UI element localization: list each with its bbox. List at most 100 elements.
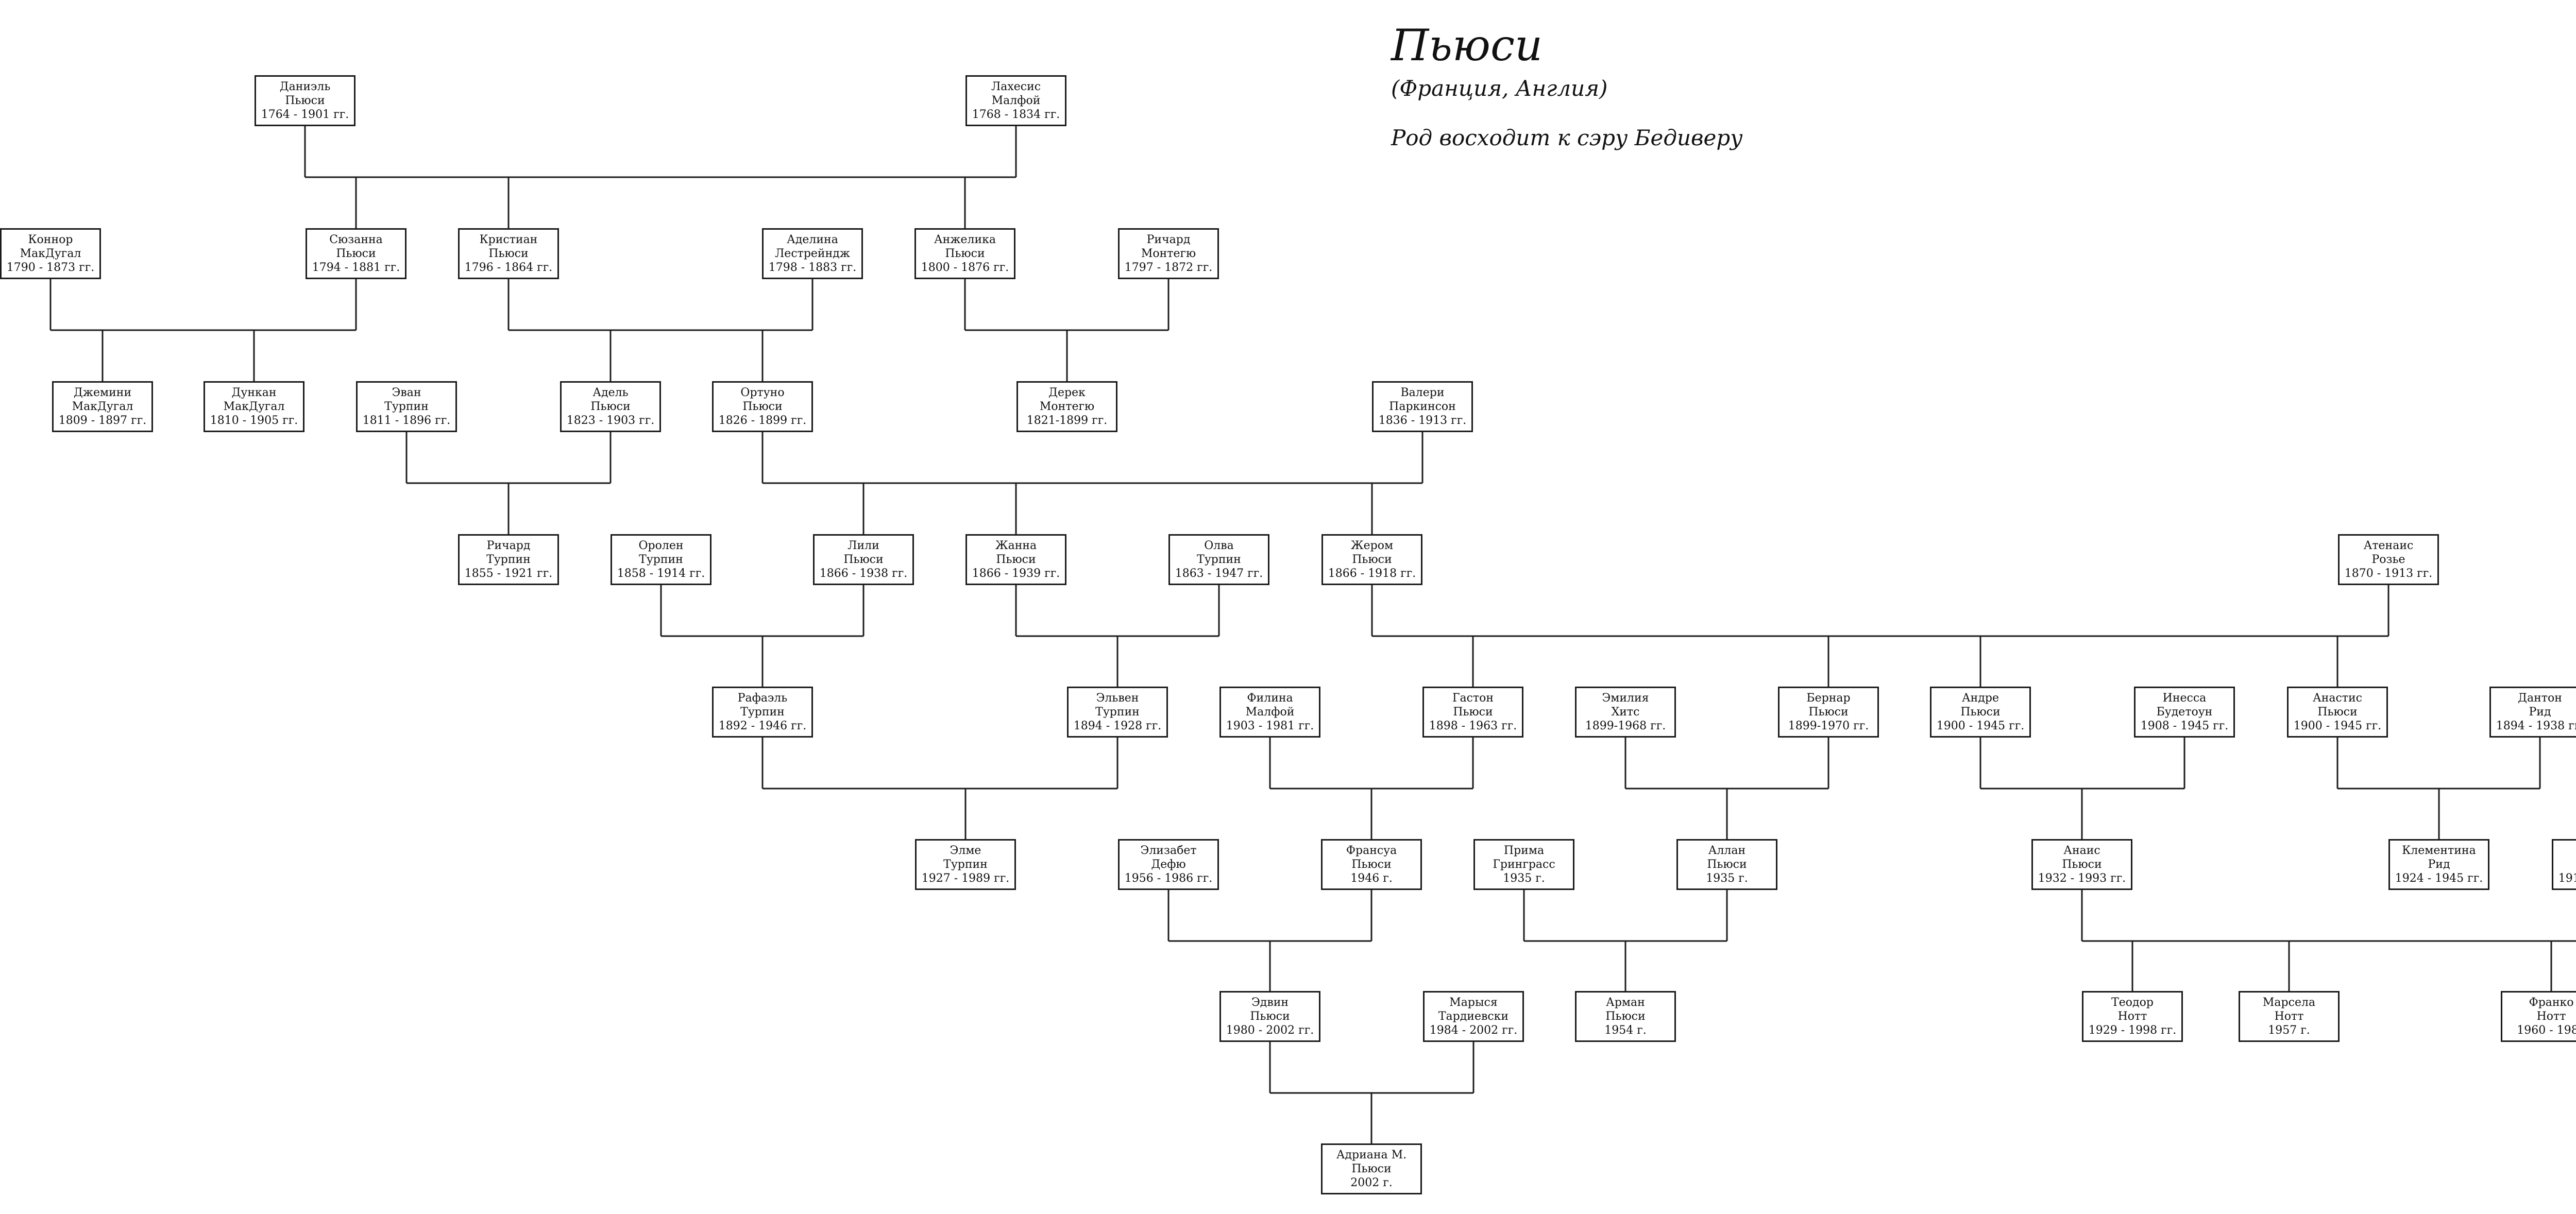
surname: МакДугал [20, 247, 81, 260]
given-name: Инесса [2162, 692, 2207, 705]
life-dates: 1932 - 1993 гг. [2038, 872, 2126, 885]
life-dates: 1870 - 1913 гг. [2344, 567, 2433, 580]
surname: Монтегю [1039, 400, 1095, 413]
given-name: Франсуа [1346, 844, 1397, 857]
given-name: Бернар [1806, 692, 1851, 705]
life-dates: 1823 - 1903 гг. [566, 414, 655, 427]
life-dates: 1821-1899 гг. [1026, 414, 1108, 427]
given-name: Марсела [2262, 996, 2316, 1009]
life-dates: 1935 г. [1503, 872, 1545, 885]
surname: Малфой [1245, 706, 1295, 719]
given-name: Валери [1400, 386, 1445, 399]
surname: Турпин [486, 553, 531, 566]
given-name: Ортуно [740, 386, 785, 399]
given-name: Элизабет [1140, 844, 1197, 857]
surname: Хитс [1611, 706, 1640, 719]
given-name: Эмилия [1602, 692, 1649, 705]
surname: Пьюси [2317, 706, 2358, 719]
surname: Пьюси [590, 400, 631, 413]
life-dates: 1984 - 2002 гг. [1429, 1024, 1518, 1037]
surname: Пьюси [945, 247, 985, 260]
surname: Пьюси [1453, 706, 1493, 719]
given-name: Даниэль [279, 80, 331, 93]
given-name: Жером [1350, 539, 1394, 552]
surname: Нотт [2117, 1010, 2147, 1023]
surname: Нотт [2536, 1010, 2566, 1023]
life-dates: 1826 - 1899 гг. [718, 414, 807, 427]
surname: Малфой [991, 94, 1041, 107]
given-name: Анаис [2063, 844, 2100, 857]
life-dates: 1910 - 1973 гг. [2558, 872, 2576, 885]
surname: Пьюси [742, 400, 783, 413]
tree-header: Пьюси (Франция, Англия) Род восходит к с… [1391, 21, 1743, 152]
surname: Гринграсс [1493, 858, 1555, 871]
life-dates: 1956 - 1986 гг. [1124, 872, 1213, 885]
life-dates: 1900 - 1945 гг. [2293, 720, 2382, 732]
surname: Пьюси [2062, 858, 2102, 871]
life-dates: 1900 - 1945 гг. [1936, 720, 2025, 732]
surname: Пьюси [1808, 706, 1849, 719]
given-name: Ричард [1146, 233, 1191, 246]
given-name: Адель [592, 386, 629, 399]
life-dates: 1960 - 1986 [2517, 1024, 2576, 1037]
given-name: Адриана М. [1336, 1149, 1407, 1161]
life-dates: 1946 г. [1350, 872, 1393, 885]
given-name: Анастис [2313, 692, 2362, 705]
page-title: Пьюси [1391, 20, 1543, 71]
given-name: Сюзанна [329, 233, 383, 246]
surname: Пьюси [336, 247, 376, 260]
given-name: Эван [392, 386, 421, 399]
given-name: Анжелика [934, 233, 996, 246]
life-dates: 1764 - 1901 гг. [261, 108, 349, 121]
surname: Паркинсон [1389, 400, 1456, 413]
life-dates: 1797 - 1872 гг. [1124, 261, 1213, 274]
life-dates: 1798 - 1883 гг. [768, 261, 857, 274]
given-name: Андре [1962, 692, 1999, 705]
given-name: Аллан [1708, 844, 1746, 857]
surname: Монтегю [1141, 247, 1196, 260]
given-name: Гастон [1452, 692, 1494, 705]
given-name: Марыся [1449, 996, 1498, 1009]
surname: Пьюси [843, 553, 884, 566]
surname: Пьюси [996, 553, 1036, 566]
surname: Турпин [1095, 706, 1140, 719]
life-dates: 1855 - 1921 гг. [464, 567, 553, 580]
given-name: Клементина [2402, 844, 2476, 857]
life-dates: 1796 - 1864 гг. [464, 261, 553, 274]
surname: Розье [2371, 553, 2405, 566]
life-dates: 1935 г. [1706, 872, 1748, 885]
given-name: Жанна [995, 539, 1037, 552]
life-dates: 1908 - 1945 гг. [2140, 720, 2229, 732]
given-name: Атенаис [2363, 539, 2414, 552]
surname: Турпин [943, 858, 988, 871]
surname: Лестрейндж [774, 247, 851, 260]
life-dates: 1866 - 1938 гг. [819, 567, 908, 580]
life-dates: 1811 - 1896 гг. [362, 414, 451, 427]
